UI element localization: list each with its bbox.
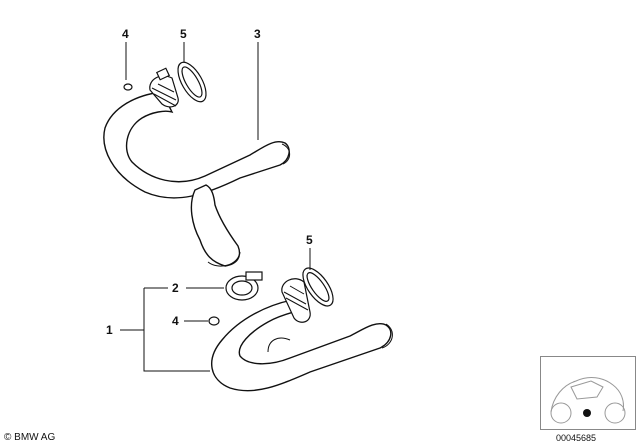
- callout-lower-ring: 5: [306, 233, 313, 247]
- upper-coolant-hose: [103, 91, 291, 267]
- callout-assembly: 1: [106, 323, 113, 337]
- motorcycle-locator-thumbnail: [540, 356, 636, 430]
- locator-dot: [583, 409, 591, 417]
- callout-upper-plug: 4: [122, 27, 129, 41]
- lower-small-clamp: [225, 271, 263, 301]
- callout-lower-plug: 4: [172, 314, 179, 328]
- upper-clamp-ring: [177, 61, 207, 103]
- upper-plug: [123, 83, 133, 91]
- callout-upper-ring: 5: [180, 27, 187, 41]
- lower-hose-clamp: [281, 278, 311, 323]
- copyright-text: © BMW AG: [4, 432, 56, 443]
- callout-upper-hose: 3: [254, 27, 261, 41]
- callout-lower-small-clamp: 2: [172, 281, 179, 295]
- catalog-number: 00045685: [556, 433, 597, 443]
- assembly-bracket-leader: [120, 287, 210, 372]
- lower-plug: [208, 316, 220, 326]
- lower-clamp-ring: [302, 267, 334, 307]
- upper-hose-clamp: [149, 67, 179, 108]
- motorcycle-locator-icon: [550, 377, 626, 424]
- lower-coolant-hose: [211, 299, 393, 392]
